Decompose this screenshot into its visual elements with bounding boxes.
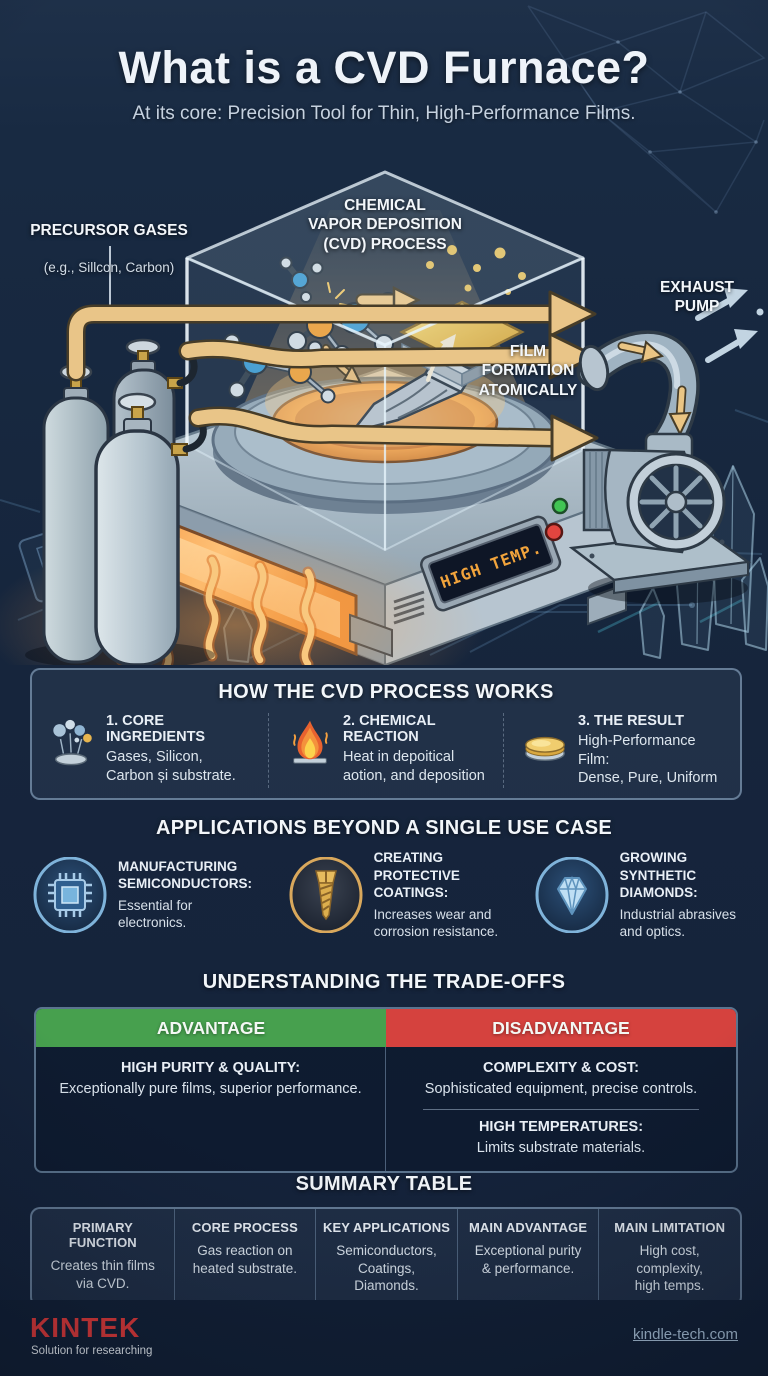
application-desc: Essential for electronics. <box>118 897 193 931</box>
site-link[interactable]: kindle-tech.com <box>632 1326 738 1343</box>
gas-particles-icon <box>53 719 92 766</box>
summary-header: PRIMARY FUNCTION <box>68 1220 137 1250</box>
summary-value: Creates thin films via CVD. <box>50 1258 155 1291</box>
page-title: What is a CVD Furnace? <box>118 42 650 93</box>
process-step-3: 3. THE RESULT High-Performance Film: Den… <box>504 713 740 788</box>
disadvantage-header: DISADVANTAGE <box>386 1009 736 1047</box>
applications-section-title: APPLICATIONS BEYOND A SINGLE USE CASE <box>156 817 612 839</box>
process-panel: HOW THE CVD PROCESS WORKS 1. CORE INGRED… <box>30 668 742 800</box>
summary-column: CORE PROCESS Gas reaction on heated subs… <box>173 1209 316 1305</box>
process-section-title: HOW THE CVD PROCESS WORKS <box>218 681 554 703</box>
summary-value: Exceptional purity & performance. <box>474 1243 582 1276</box>
tradeoffs-section-title: UNDERSTANDING THE TRADE-OFFS <box>202 971 566 993</box>
footer: KINTEK Solution for researching kindle-t… <box>0 1300 768 1376</box>
disadvantage-title: COMPLEXITY & COST: <box>482 1060 640 1076</box>
advantage-desc: Exceptionally pure films, superior perfo… <box>59 1081 362 1097</box>
application-desc: Industrial abrasives and optics. <box>619 906 736 940</box>
process-step-desc: High-Performance Film: Dense, Pure, Unif… <box>577 733 718 787</box>
summary-value: High cost, complexity, high temps. <box>634 1243 705 1294</box>
summary-section-title: SUMMARY TABLE <box>295 1173 473 1195</box>
summary-column: KEY APPLICATIONS Semiconductors, Coating… <box>315 1209 457 1305</box>
process-step-title: 1. CORE INGREDIENTS <box>106 713 206 745</box>
brand-logo: KINTEK <box>30 1312 141 1343</box>
process-step-1: 1. CORE INGREDIENTS Gases, Silicon, Carb… <box>32 713 268 788</box>
process-step-title: 3. THE RESULT <box>577 713 685 729</box>
page-subtitle: At its core: Precision Tool for Thin, Hi… <box>132 103 636 124</box>
precursor-gases-sublabel: (e.g., Sillcon, Carbon) <box>43 260 175 276</box>
summary-header: MAIN ADVANTAGE <box>469 1220 588 1235</box>
process-step-desc: Gases, Silicon, Carbon și substrate. <box>106 749 236 784</box>
process-step-2: 2. CHEMICAL REACTION Heat in depoitical … <box>267 713 504 788</box>
summary-header: KEY APPLICATIONS <box>322 1220 450 1235</box>
diamond-icon <box>535 856 609 933</box>
advantage-title: HIGH PURITY & QUALITY: <box>120 1060 301 1076</box>
cvd-process-label: CHEMICAL VAPOR DEPOSITION (CVD) PROCESS <box>308 197 462 253</box>
summary-header: MAIN LIMITATION <box>614 1220 726 1235</box>
process-step-title: 2. CHEMICAL REACTION <box>342 713 436 745</box>
precursor-gases-label: PRECURSOR GASES (e.g., Sillcon, Carbon) <box>24 202 194 296</box>
applications-row: MANUFACTURING SEMICONDUCTORS: Essential … <box>0 849 768 941</box>
advantage-header: ADVANTAGE <box>36 1009 386 1047</box>
summary-column: MAIN ADVANTAGE Exceptional purity & perf… <box>456 1209 599 1305</box>
film-disc-icon <box>524 736 565 761</box>
summary-value: Semiconductors, Coatings, Diamonds. <box>336 1243 437 1294</box>
chip-icon <box>33 856 107 933</box>
application-title: MANUFACTURING SEMICONDUCTORS: <box>118 858 253 892</box>
disadvantage-title: HIGH TEMPERATURES: <box>478 1118 644 1135</box>
summary-header: CORE PROCESS <box>191 1220 298 1235</box>
disadvantage-cell: COMPLEXITY & COST: Sophisticated equipme… <box>386 1047 736 1171</box>
flame-icon <box>293 720 328 764</box>
led-green <box>551 497 569 515</box>
disadvantage-desc: Sophisticated equipment, precise control… <box>424 1081 698 1097</box>
summary-table: PRIMARY FUNCTION Creates thin films via … <box>30 1207 742 1307</box>
application-diamonds: GROWING SYNTHETIC DIAMONDS: Industrial a… <box>534 849 736 941</box>
application-title: GROWING SYNTHETIC DIAMONDS: <box>619 850 698 901</box>
summary-value: Gas reaction on heated substrate. <box>192 1243 298 1276</box>
screw-icon <box>289 856 363 933</box>
summary-column: MAIN LIMITATION High cost, complexity, h… <box>598 1209 740 1305</box>
led-red <box>544 522 564 542</box>
tradeoffs-table: ADVANTAGE DISADVANTAGE HIGH PURITY & QUA… <box>34 1007 738 1173</box>
disadvantage-desc: Limits substrate materials. <box>476 1139 646 1156</box>
application-title: CREATING PROTECTIVE COATINGS: <box>373 850 460 901</box>
brand-tagline: Solution for researching <box>31 1345 153 1357</box>
application-semiconductors: MANUFACTURING SEMICONDUCTORS: Essential … <box>32 849 252 941</box>
summary-column: PRIMARY FUNCTION Creates thin films via … <box>32 1209 174 1305</box>
disadvantage-divider <box>422 1108 700 1110</box>
process-step-desc: Heat in depoitical aotion, and depositio… <box>342 749 485 784</box>
film-formation-label: FILM FORMATION ATOMICALLY <box>478 343 578 399</box>
application-desc: Increases wear and corrosion resistance. <box>373 906 499 940</box>
exhaust-pump-label: EXHAUST PUMP <box>659 279 735 316</box>
advantage-cell: HIGH PURITY & QUALITY: Exceptionally pur… <box>36 1047 386 1171</box>
application-coatings: CREATING PROTECTIVE COATINGS: Increases … <box>288 849 499 941</box>
